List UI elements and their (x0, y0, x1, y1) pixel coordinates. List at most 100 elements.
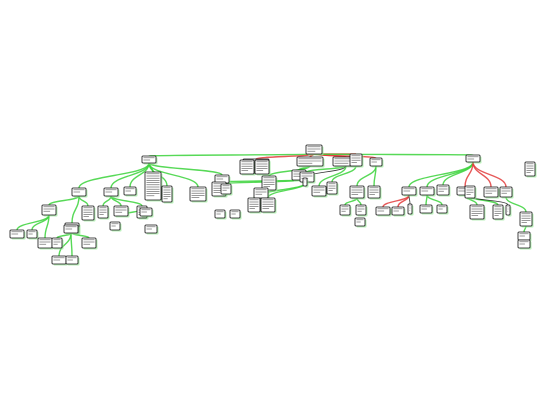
node-e2[interactable] (65, 255, 80, 266)
node-b5[interactable] (161, 185, 174, 204)
edge-a7-b23 (472, 161, 507, 188)
edge-b18-c14 (382, 194, 410, 208)
node-e3[interactable] (517, 239, 532, 250)
node-box-c16 (407, 203, 413, 215)
node-a3[interactable] (296, 156, 325, 168)
node-box-c1 (41, 204, 57, 216)
node-c22[interactable] (519, 211, 534, 228)
node-box-root (305, 144, 323, 155)
node-d7[interactable] (139, 207, 154, 218)
node-b2[interactable] (103, 187, 120, 198)
edge-root-a7 (313, 153, 474, 156)
node-d4[interactable] (51, 237, 64, 250)
node-b19[interactable] (419, 186, 436, 197)
node-b23[interactable] (499, 186, 514, 199)
node-box-b20 (436, 184, 450, 196)
node-c14[interactable] (375, 206, 392, 217)
node-c13[interactable] (355, 204, 368, 217)
node-b24[interactable] (524, 161, 537, 178)
node-box-b4 (144, 171, 162, 201)
edge-a1-b6 (148, 162, 199, 188)
node-c16[interactable] (407, 203, 414, 216)
node-d8[interactable] (517, 231, 532, 242)
node-b1[interactable] (71, 187, 88, 198)
node-c9[interactable] (253, 187, 270, 200)
node-e1[interactable] (51, 255, 68, 266)
node-c4[interactable] (97, 205, 110, 220)
node-b9[interactable] (254, 159, 271, 176)
node-c20[interactable] (492, 204, 505, 221)
node-layer (9, 144, 537, 266)
node-d3[interactable] (37, 237, 54, 250)
edge-a1-b3 (129, 162, 150, 188)
node-c1[interactable] (41, 204, 58, 217)
node-a5[interactable] (349, 153, 364, 168)
node-box-b23 (499, 186, 513, 198)
edge-b23-c22 (505, 196, 527, 213)
edge-a7-b18 (408, 161, 474, 188)
node-box-c5 (113, 205, 129, 217)
node-c10[interactable] (247, 197, 262, 214)
node-b17[interactable] (367, 185, 382, 200)
node-box-d6 (81, 237, 97, 249)
node-box-c12 (339, 204, 351, 216)
node-d9[interactable] (354, 217, 367, 228)
edge-a6-b17 (373, 165, 377, 187)
edge-b1-c2 (71, 195, 80, 224)
node-c23[interactable] (214, 209, 227, 220)
node-c8[interactable] (220, 183, 233, 196)
edge-a5-b15 (331, 165, 357, 183)
node-box-b22 (483, 186, 499, 198)
node-d2[interactable] (26, 229, 39, 240)
edge-c1-d3 (44, 214, 50, 239)
node-b8[interactable] (239, 159, 256, 176)
node-a1[interactable] (141, 155, 158, 165)
node-c11[interactable] (260, 197, 277, 214)
node-b6[interactable] (189, 186, 208, 203)
node-d5[interactable] (63, 224, 80, 235)
node-c5[interactable] (113, 205, 130, 218)
node-b14[interactable] (302, 177, 309, 188)
edge-d5-e2 (70, 232, 73, 257)
node-c15[interactable] (391, 206, 406, 217)
node-box-a7 (465, 154, 481, 163)
node-c3[interactable] (81, 205, 96, 222)
edge-a1-b7 (148, 162, 223, 176)
node-b18[interactable] (401, 186, 418, 197)
node-d1[interactable] (9, 229, 26, 240)
node-box-c8 (220, 183, 232, 195)
node-a7[interactable] (465, 154, 482, 164)
node-d6[interactable] (81, 237, 98, 250)
node-c12[interactable] (339, 204, 352, 217)
node-b22[interactable] (483, 186, 500, 199)
node-c25[interactable] (144, 224, 159, 235)
node-box-a1 (141, 155, 157, 164)
node-box-b13 (311, 185, 327, 197)
node-box-b5 (161, 185, 173, 203)
edge-a7-b19 (426, 161, 474, 188)
node-c19[interactable] (469, 204, 486, 221)
node-b4[interactable] (144, 171, 163, 202)
node-root[interactable] (305, 144, 324, 156)
node-c18[interactable] (436, 204, 449, 215)
node-c21[interactable] (505, 204, 512, 217)
node-b3[interactable] (123, 186, 138, 197)
node-d10[interactable] (109, 221, 122, 232)
node-b10[interactable] (261, 175, 278, 192)
node-c26[interactable] (464, 185, 477, 200)
node-b15[interactable] (326, 181, 339, 196)
node-b13[interactable] (311, 185, 328, 198)
node-box-a3 (296, 156, 324, 167)
node-a6[interactable] (369, 157, 384, 168)
edge-a1-b1 (78, 162, 150, 189)
node-c17[interactable] (419, 204, 434, 215)
edge-a4-b13 (318, 165, 347, 187)
node-box-c21 (505, 204, 511, 216)
node-b16[interactable] (349, 185, 366, 200)
node-c24[interactable] (229, 209, 242, 220)
node-box-d4 (51, 237, 63, 249)
node-b20[interactable] (436, 184, 451, 197)
node-box-c13 (355, 204, 367, 216)
